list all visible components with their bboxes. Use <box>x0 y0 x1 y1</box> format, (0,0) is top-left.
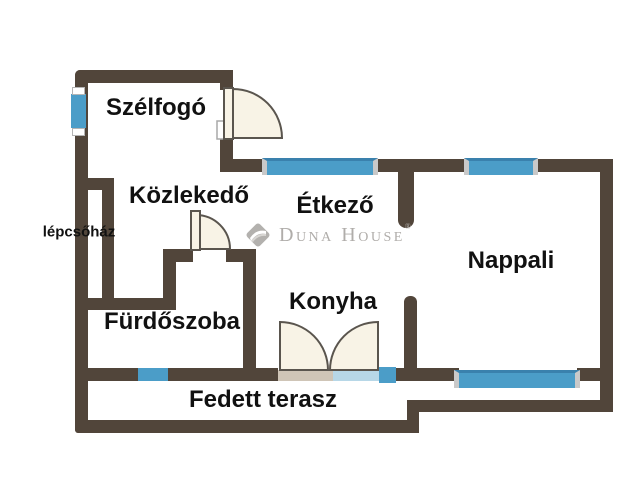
room-label-furdoszoba: Fürdőszoba <box>104 308 240 335</box>
wall-etkezo-nappali-stub <box>398 161 414 228</box>
entrance-door-arc <box>232 87 284 139</box>
entrance-door-leaf <box>223 87 234 140</box>
window-left-wall <box>71 94 86 128</box>
duna-house-logo-icon <box>246 223 270 247</box>
watermark: Duna House ® <box>242 219 411 251</box>
room-label-szelfogo: Szélfogó <box>106 94 206 121</box>
room-label-etkezo: Étkező <box>296 192 374 219</box>
room-label-nappali: Nappali <box>467 247 555 274</box>
wall-terrace-bottom <box>75 420 419 433</box>
kitchen-door-left-arc <box>279 320 330 371</box>
wall-bottom-a <box>75 368 139 381</box>
wall-right-outer <box>600 159 613 412</box>
watermark-text: Duna House <box>279 223 405 246</box>
wall-connector-vertical <box>163 249 176 310</box>
window-kitchen-side <box>379 367 396 383</box>
window-left-cap-top <box>72 87 85 95</box>
wall-kozlekedo-bottom-left <box>163 249 193 262</box>
window-nappali-top <box>464 158 538 175</box>
wall-szelfogo-top <box>75 70 233 83</box>
wall-left-outer <box>75 70 88 433</box>
wall-top-right <box>536 159 613 172</box>
wall-szelfogo-right-upper <box>220 70 233 90</box>
threshold-kitchen-left <box>278 370 333 381</box>
wall-konyha-nappali-divider <box>404 296 417 381</box>
room-label-kozlekedo: Közlekedő <box>128 182 250 209</box>
hallway-door-leaf <box>190 210 201 251</box>
wall-bathroom-top <box>80 298 176 310</box>
room-label-fedett-terasz: Fedett terasz <box>188 386 338 413</box>
kitchen-door-right-arc <box>328 320 379 371</box>
registered-mark: ® <box>404 222 411 231</box>
wall-bath-kitchen-divider <box>243 249 256 381</box>
window-nappali-bottom <box>454 370 580 388</box>
window-etkezo-top <box>262 158 378 175</box>
room-label-konyha: Konyha <box>288 288 378 315</box>
wall-bottom-d <box>577 368 613 381</box>
wall-stair-inner <box>102 178 114 310</box>
window-bathroom-bottom <box>138 368 168 381</box>
wall-etkezo-top-left <box>220 159 265 172</box>
room-label-lepcsohaz: lépcsőház <box>42 223 116 241</box>
hallway-door-arc <box>195 213 232 250</box>
window-left-cap-bottom <box>72 128 85 136</box>
wall-terrace-bottom-right <box>407 400 613 412</box>
threshold-kitchen-right <box>333 370 379 381</box>
